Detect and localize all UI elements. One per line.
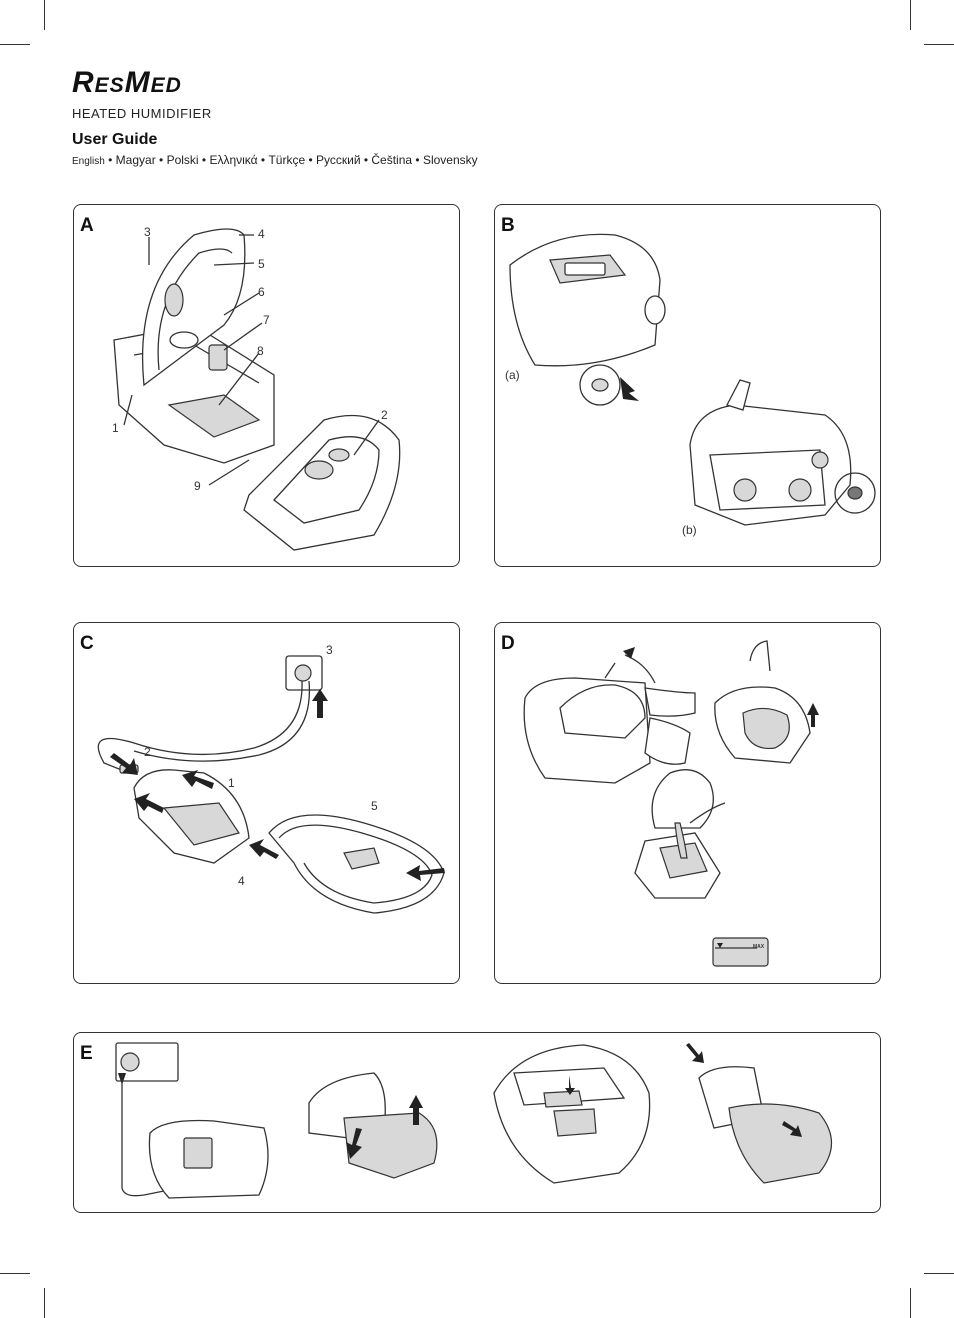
callout-1: 1 xyxy=(112,421,119,435)
callout-8: 8 xyxy=(257,344,264,358)
callout-3: 3 xyxy=(326,643,333,657)
callout-a: (a) xyxy=(505,368,520,382)
resmed-logo: ResMed xyxy=(72,66,182,99)
language-first: English xyxy=(72,156,105,167)
callout-4: 4 xyxy=(258,227,265,241)
panel-b: B (a) (b) xyxy=(494,204,881,567)
panel-label: E xyxy=(80,1043,93,1064)
language-list: English • Magyar • Polski • Ελληνικά • T… xyxy=(72,153,478,167)
panel-c: C 3 2 1 5 4 xyxy=(73,622,460,984)
callout-7: 7 xyxy=(263,313,270,327)
panel-label: A xyxy=(80,215,94,236)
panel-label: B xyxy=(501,215,515,236)
callout-2: 2 xyxy=(381,408,388,422)
callout-4: 4 xyxy=(238,874,245,888)
max-mark: MAX xyxy=(753,944,765,950)
callout-5: 5 xyxy=(371,799,378,813)
panel-label: C xyxy=(80,633,94,654)
crop-mark xyxy=(924,44,954,45)
callout-5: 5 xyxy=(258,257,265,271)
crop-mark xyxy=(910,0,911,30)
panel-a: A 3 4 5 6 7 8 2 1 9 xyxy=(73,204,460,567)
humidifier-exploded-illustration xyxy=(113,228,401,551)
crop-mark xyxy=(44,0,45,30)
callout-6: 6 xyxy=(258,285,265,299)
crop-mark xyxy=(0,1273,30,1274)
panel-e: E xyxy=(73,1032,881,1213)
disassembly-illustration xyxy=(115,1042,832,1199)
callout-9: 9 xyxy=(194,479,201,493)
device-side-cover-illustration xyxy=(509,233,876,526)
connection-setup-illustration xyxy=(97,655,445,914)
language-rest: • Magyar • Polski • Ελληνικά • Türkçe • … xyxy=(104,153,478,167)
callout-3: 3 xyxy=(144,225,151,239)
crop-mark xyxy=(44,1288,45,1318)
callout-b: (b) xyxy=(682,523,697,537)
panel-label: D xyxy=(501,633,515,654)
crop-mark xyxy=(910,1288,911,1318)
panel-d: D MAX xyxy=(494,622,881,984)
crop-mark xyxy=(924,1273,954,1274)
callout-2: 2 xyxy=(144,745,151,759)
product-name: HEATED HUMIDIFIER xyxy=(72,106,212,121)
callout-1: 1 xyxy=(228,776,235,790)
guide-title: User Guide xyxy=(72,131,158,148)
filling-water-illustration xyxy=(523,640,819,967)
crop-mark xyxy=(0,44,30,45)
